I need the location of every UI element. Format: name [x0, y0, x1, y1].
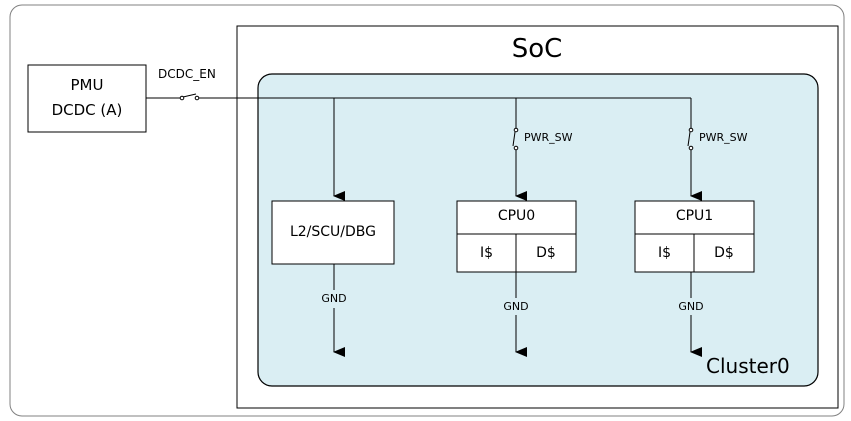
cpu1-icache-label: I$: [657, 245, 672, 261]
cpu1-gnd-label: GND: [678, 300, 704, 313]
dcdc-en-switch: [179, 93, 200, 101]
outer-frame: [9, 4, 845, 417]
cpu0-dcache-label: D$: [536, 245, 556, 261]
dcdc-en-label: DCDC_EN: [158, 67, 216, 81]
cpu1-pwr-switch: [687, 98, 694, 151]
cpu0-icache-label: I$: [479, 245, 494, 261]
pmu-label-line2: DCDC (A): [51, 101, 123, 119]
cpu1-pwr-sw-label: PWR_SW: [699, 131, 748, 144]
pmu-box: [27, 64, 147, 133]
l2-box: [271, 200, 395, 265]
cpu0-pwr-sw-label: PWR_SW: [524, 131, 573, 144]
soc-title: SoC: [511, 34, 563, 64]
l2-label: L2/SCU/DBG: [289, 224, 377, 240]
cpu0-gnd-label: GND: [503, 300, 529, 313]
cpu1-dcache-label: D$: [714, 245, 734, 261]
cluster-label: Cluster0: [706, 354, 790, 378]
pmu-label-line1: PMU: [70, 76, 104, 94]
cpu0-label: CPU0: [497, 208, 536, 224]
cpu1-label: CPU1: [675, 208, 714, 224]
l2-gnd-label: GND: [321, 292, 347, 305]
cpu0-pwr-switch: [512, 98, 519, 151]
